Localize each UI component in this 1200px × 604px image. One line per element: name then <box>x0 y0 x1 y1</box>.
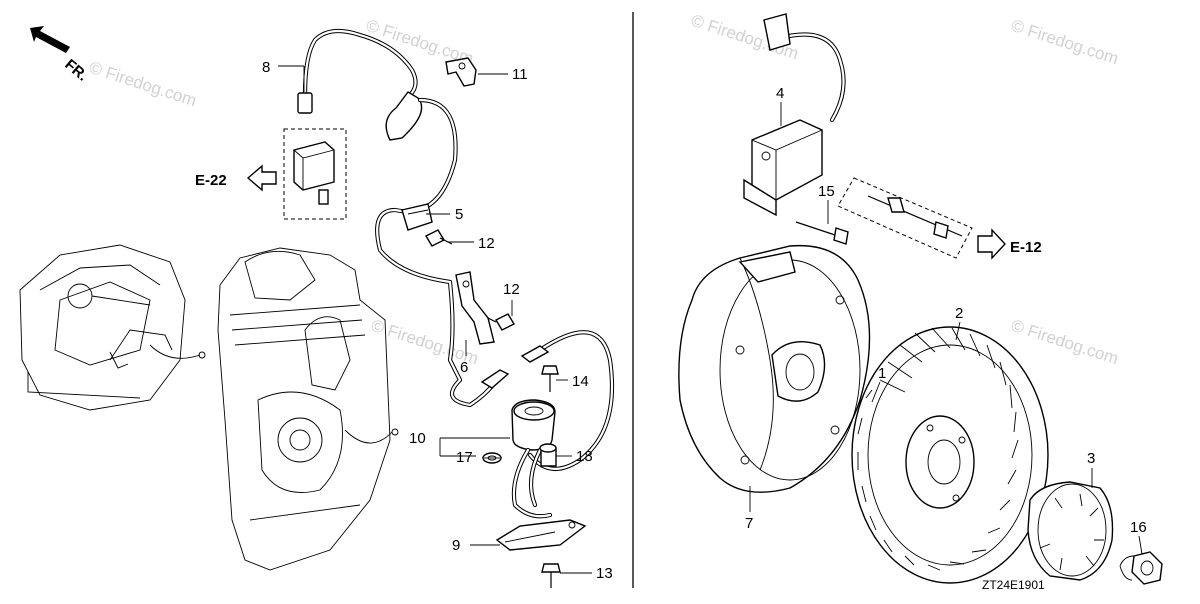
arrow-right-icon <box>977 228 1006 260</box>
callout-6: 6 <box>460 359 468 376</box>
reference-label: E-12 <box>1010 239 1042 256</box>
callout-13: 13 <box>596 565 613 582</box>
callout-numbers: 8 11 5 12 12 6 14 10 17 18 9 13 4 15 1 2… <box>262 59 1147 582</box>
part-18-collar <box>539 443 557 467</box>
watermark: © Firedog.com <box>1009 16 1121 69</box>
callout-12: 12 <box>478 235 495 252</box>
stud-bolt-detail <box>837 177 973 259</box>
part-12-bolts <box>425 229 515 331</box>
watermark: © Firedog.com <box>1009 316 1121 369</box>
part-16-flange-nut <box>1119 551 1163 585</box>
callout-8: 8 <box>262 59 270 76</box>
front-direction-indicator: FR. <box>30 26 91 85</box>
callout-2: 2 <box>955 305 963 322</box>
callout-16: 16 <box>1130 519 1147 536</box>
part-11-clamp <box>445 57 477 87</box>
callout-4: 4 <box>776 85 784 102</box>
engine-block-illustration <box>19 244 399 571</box>
drawing-code: ZT24E1901 <box>982 578 1045 592</box>
part-14-bolt <box>541 365 559 392</box>
callout-11: 11 <box>512 66 528 83</box>
callout-1: 1 <box>878 365 886 382</box>
watermark: © Firedog.com <box>87 58 199 111</box>
part-15-bolt <box>795 221 849 245</box>
part-2-cooling-fan <box>851 326 1049 584</box>
reference-e22: E-22 <box>195 164 277 192</box>
part-10-sensor <box>511 330 615 519</box>
part-9-plate <box>495 519 587 551</box>
callout-10: 10 <box>409 430 426 447</box>
part-13-screw <box>541 563 561 588</box>
callout-12: 12 <box>503 281 520 298</box>
callout-18: 18 <box>576 448 593 465</box>
watermarks: © Firedog.com © Firedog.com © Firedog.co… <box>87 11 1121 369</box>
leader-lines <box>278 65 1143 574</box>
direction-label: FR. <box>61 56 90 85</box>
part-3-starter-pulley <box>1027 481 1114 581</box>
callout-5: 5 <box>455 206 463 223</box>
part-7-flywheel <box>678 244 871 493</box>
part-6-bracket <box>455 271 495 345</box>
reference-e12: E-12 <box>977 228 1042 260</box>
callout-7: 7 <box>745 515 753 532</box>
callout-15: 15 <box>818 183 835 200</box>
ignition-module-detail <box>283 128 347 220</box>
callout-9: 9 <box>452 537 460 554</box>
part-5-clip <box>401 203 433 231</box>
part-4-ignition-coil <box>743 13 846 217</box>
callout-17: 17 <box>456 449 473 466</box>
callout-14: 14 <box>572 373 589 390</box>
wire-harness <box>297 28 510 408</box>
arrow-left-icon <box>246 164 277 192</box>
arrow-icon <box>30 26 70 53</box>
callout-3: 3 <box>1087 450 1095 467</box>
reference-label: E-22 <box>195 172 227 189</box>
